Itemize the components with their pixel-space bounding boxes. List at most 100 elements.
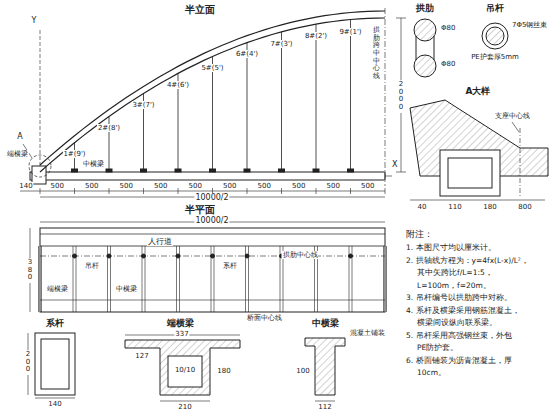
drawing-label: 附注： [405,230,434,240]
dimension-tick [350,188,351,194]
drawing-label: 500 [326,182,341,190]
hanger-anchor [106,169,112,172]
crossbeam-edge [248,246,249,312]
drawing-label: 人行道 [147,237,173,246]
drawing-label: 1#(9') [62,150,86,158]
dimension-tick [247,188,248,194]
drawing-label: 2. 拱轴线方程为：y=4fx(L-x)/L²， [405,257,530,266]
hanger-anchor [210,169,216,172]
tie-box [440,150,500,196]
drawing-label: 4#(6') [166,81,190,89]
tie-section [35,333,75,395]
hanger-anchor [313,169,319,172]
hanger [316,24,317,172]
drawing-label: 40 [417,203,428,211]
drawing-label: L=100m，f=20m。 [416,282,492,291]
x-axis [385,176,392,177]
drawing-label: 5. 吊杆采用高强钢丝束，外包 [405,332,513,341]
drawing-label: 800 [517,203,532,211]
generated-strokes [39,11,387,312]
crossbeam-edge [76,246,77,312]
crossbeam-edge [107,246,108,312]
drawing-label: 500 [360,182,375,190]
crossbeam-edge [245,246,246,312]
drawing-label: 210 [177,403,192,411]
crossbeam-edge [142,246,143,312]
drawing-label: 横梁间设纵向联系梁。 [416,319,498,328]
drawing-label: 500 [188,182,203,190]
dimension-line [35,398,75,399]
dimension-tick [178,188,179,194]
drawing-label: 吊杆 [485,3,505,13]
drawing-label: 吊杆 [84,262,100,270]
crossbeam-edge [352,246,353,312]
drawing-label: 110 [447,203,462,211]
crown-centerline [385,8,386,186]
tie-box-inner [448,158,492,188]
drawing-label: 140 [47,400,62,408]
drawing-label: 380 [27,258,34,283]
drawing-label: 500 [153,182,168,190]
sections [28,333,345,401]
box-void [168,356,202,387]
drawing-label: 半平面 [184,204,216,216]
dimension-tick [74,188,75,194]
drawing-label: 500 [257,182,272,190]
crossbeam-edge [179,246,180,312]
crossbeam-edge [73,246,74,312]
drawing-label: 10/10 [174,366,196,374]
drawing-label: PE护套厚5mm [470,53,520,61]
leader-line [512,122,519,132]
drawing-label: 9#(1') [338,28,362,36]
drawing-label: 混凝土铺装 [349,329,386,337]
drawing-label: 5#(5') [200,64,224,72]
drawing-label: A [16,132,23,141]
drawing-label: 桥面中心线 [246,314,283,322]
detail-views [410,19,548,200]
railing-line [40,234,385,235]
drawing-label: 337 [174,330,189,338]
hanger-anchor [348,169,354,172]
drawing-label: 500 [119,182,134,190]
drawing-label: 拱肋跨中中心线 [373,26,380,82]
end-crossbeam-section [125,340,240,395]
drawing-label: 7Φ5钢丝束 [511,21,548,29]
drawing-label: 拱肋 [415,3,435,13]
crossbeam-edge [176,246,177,312]
drawing-label: 半立面 [184,4,216,16]
drawing-label: 中横梁 [311,318,340,328]
drawing-label: 2000 [398,80,405,113]
drawing-label: 4. 系杆及横梁采用钢筋混凝土， [405,307,521,316]
drawing-label: 1. 本图尺寸均以厘米计。 [405,244,497,253]
crossbeam-edge [211,246,212,312]
drawing-label: 支座中心线 [494,112,531,120]
hanger-anchor [72,169,78,172]
drawing-label: 140 [18,182,33,190]
drawing-label: 180 [216,367,231,375]
drawing-label: 10cm。 [416,369,447,378]
dimension-tick [385,188,386,194]
crossbeam-edge [214,246,215,312]
drawing-label: 10000/2 [194,193,229,202]
crossbeam-edge [41,246,42,312]
hanger-sheath [482,23,508,49]
drawing-label: 180 [482,203,497,211]
drawing-label: 200 [25,350,32,375]
drawing-label: 系杆 [222,262,238,270]
drawing-label: 6. 桥面铺装为沥青混凝土，厚 [405,357,513,366]
crossbeam-edge [280,246,281,312]
drawing-label: A大样 [465,86,492,96]
drawing-label: 中横梁 [82,160,105,168]
arch-rib-lower [40,18,385,172]
tie-beam [30,172,385,180]
drawing-label: 3. 吊杆编号以拱肋跨中对称。 [405,294,513,303]
drawing-label: Y [31,16,38,25]
hanger [281,32,282,172]
drawing-label: 端横梁 [46,285,69,293]
rib-web-plate [434,36,435,60]
hanger [350,20,351,173]
drawing-label: 8#(2') [304,32,328,40]
sidewalk-edge [40,246,385,247]
drawing-label: 500 [50,182,65,190]
